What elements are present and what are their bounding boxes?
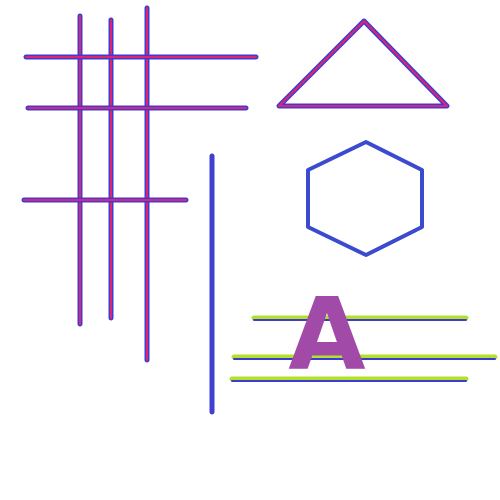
stripe-2	[231, 354, 498, 360]
letter-glyph: A	[288, 276, 365, 393]
stripe-3	[229, 376, 469, 382]
striped-lines	[229, 315, 498, 382]
stripe-1	[251, 315, 469, 321]
grid-lines	[21, 5, 259, 363]
triangle	[276, 18, 450, 109]
hexagon	[306, 140, 424, 257]
